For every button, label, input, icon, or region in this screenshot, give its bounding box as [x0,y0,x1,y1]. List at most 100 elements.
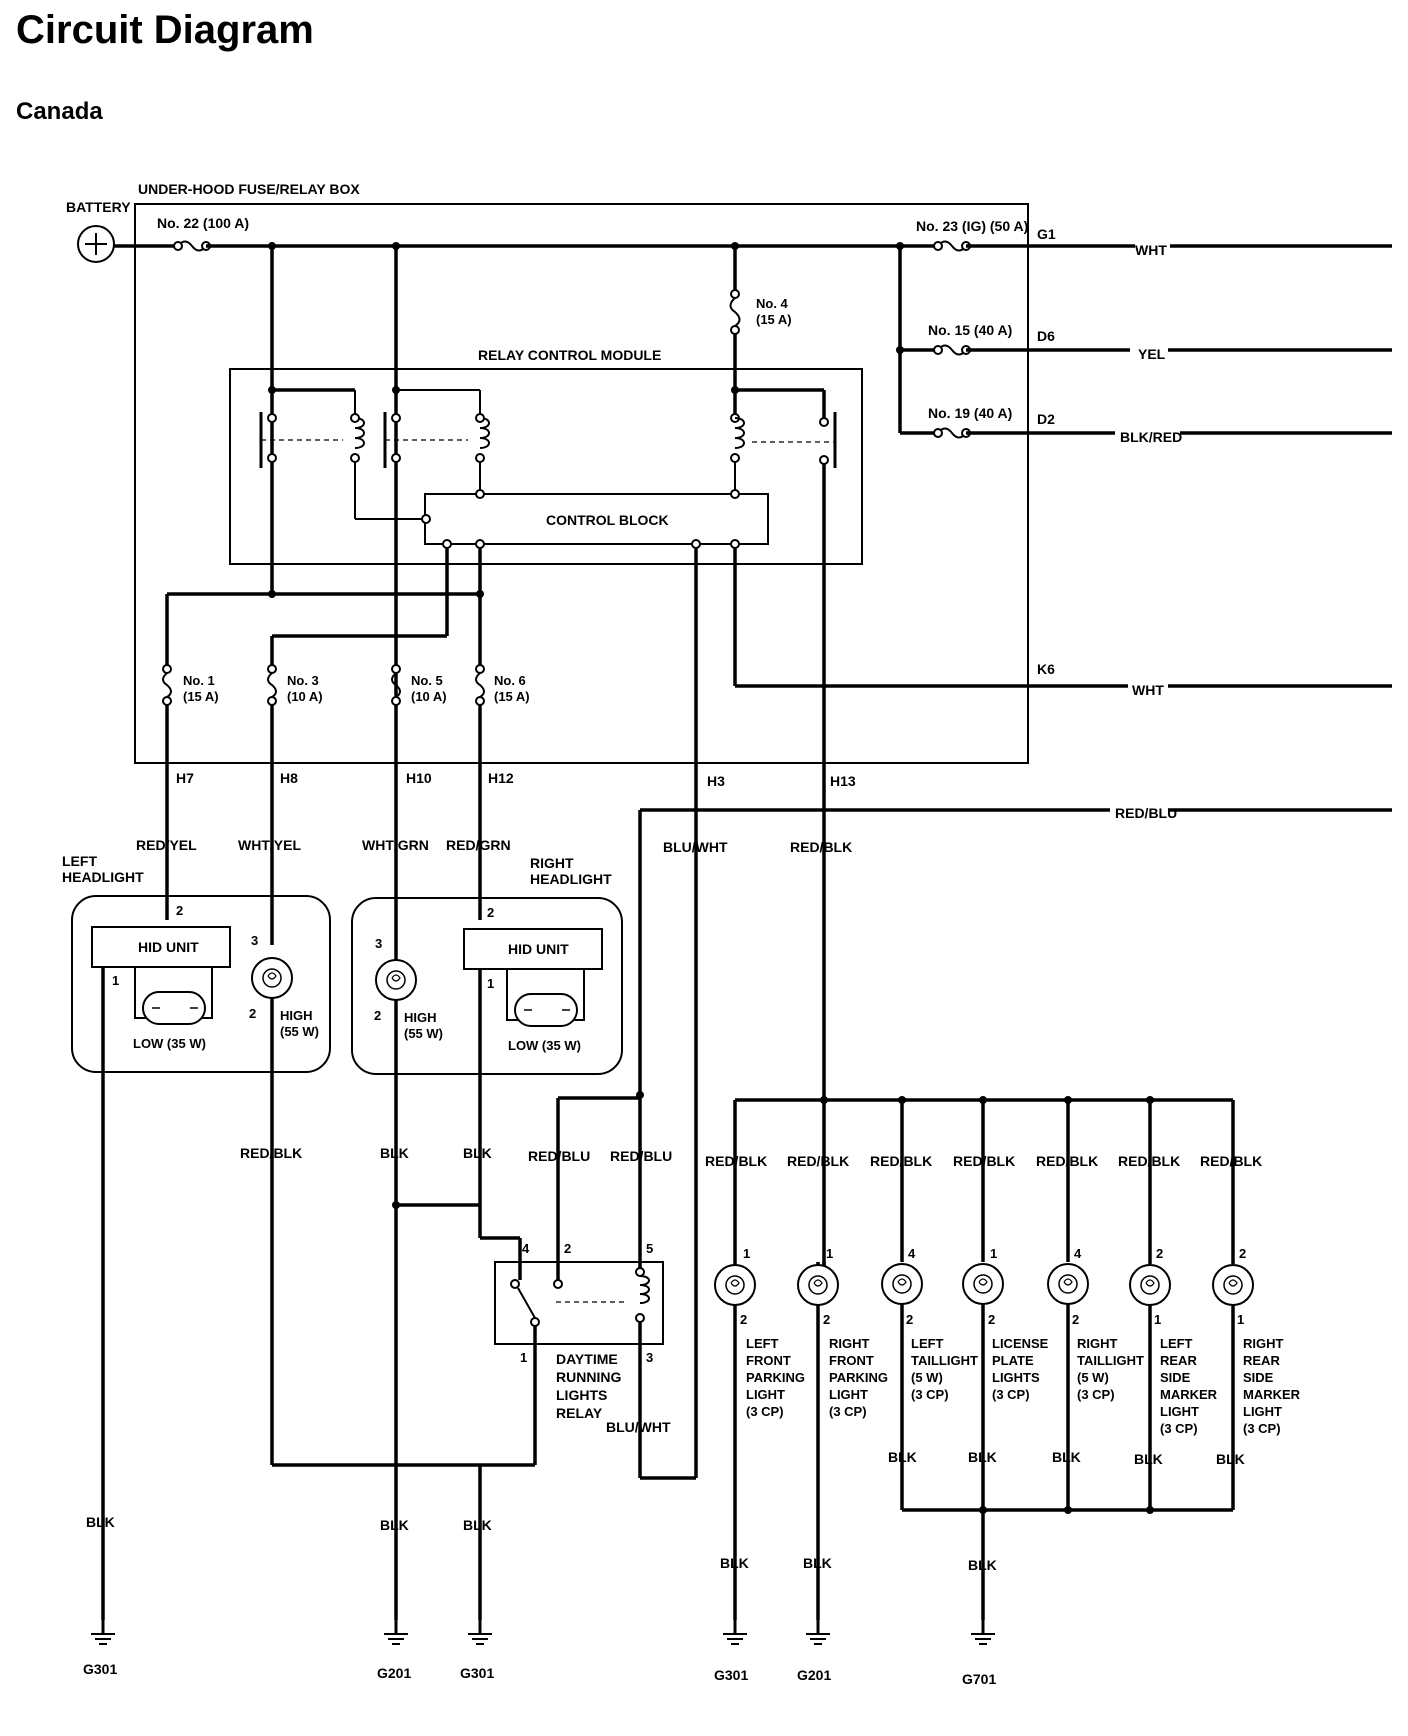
fuse-relay-box: UNDER-HOOD FUSE/RELAY BOX [134,181,1029,764]
page-subtitle: Canada [16,98,103,125]
lrm-label-1: LEFT [1160,1336,1193,1351]
right-high-label-2: (55 W) [404,1026,443,1041]
parking-lights-bus: RED/BLK RED/BLK RED/BLK RED/BLK RED/BLK … [705,1096,1262,1300]
drl-label-3: LIGHTS [556,1387,607,1403]
terminal-h12: H12 [488,770,514,786]
right-hid-pin-1: 1 [487,976,494,991]
wire-red-blk-h13: RED/BLK [790,839,852,855]
fuse-box-label: UNDER-HOOD FUSE/RELAY BOX [138,181,360,197]
wire-blk-g201-a: BLK [380,1517,409,1533]
wire-blk-g301-b: BLK [463,1517,492,1533]
lp-label-4: (3 CP) [992,1387,1030,1402]
lt-label-4: (3 CP) [911,1387,949,1402]
ground-label-g701: G701 [962,1671,996,1687]
wire-blk-lt: BLK [888,1449,917,1465]
terminal-h7: H7 [176,770,194,786]
rrm-pin-1: 1 [1237,1312,1244,1327]
ground-g301-b [466,1618,494,1646]
wire-red-blk-2: RED/BLK [787,1153,849,1169]
fuse-4-label-2: (15 A) [756,312,792,327]
relay-control-module: RELAY CONTROL MODULE CONTROL BLOCK [229,246,863,1500]
rfp-label-4: LIGHT [829,1387,868,1402]
ground-label-g301-a: G301 [83,1661,117,1677]
wire-red-yel: RED/YEL [136,837,197,853]
wire-blk-lp: BLK [968,1449,997,1465]
terminal-d6: D6 [1037,328,1055,344]
left-front-parking-light: 1 2 LEFT FRONT PARKING LIGHT (3 CP) BLK [714,1246,805,1620]
ground-label-g201-b: G201 [797,1667,831,1683]
rrm-pin-2: 2 [1239,1246,1246,1261]
left-rear-side-marker: 2 1 LEFT REAR SIDE MARKER LIGHT (3 CP) B… [1129,1246,1218,1510]
drl-label-4: RELAY [556,1405,603,1421]
wire-blk-lfp: BLK [720,1555,749,1571]
wire-blk-right-high: BLK [380,1145,409,1161]
lfp-pin-2: 2 [740,1312,747,1327]
rfp-label-1: RIGHT [829,1336,870,1351]
lp-label-1: LICENSE [992,1336,1049,1351]
page-title: Circuit Diagram [16,8,314,52]
rrm-label-3: SIDE [1243,1370,1274,1385]
wire-red-blk-7: RED/BLK [1200,1153,1262,1169]
rt-pin-2: 2 [1072,1312,1079,1327]
ground-label-g301-c: G301 [714,1667,748,1683]
fuse-6-label-1: No. 6 [494,673,526,688]
wire-wht-yel: WHT/YEL [238,837,301,853]
terminal-h13: H13 [830,773,856,789]
rt-label-2: TAILLIGHT [1077,1353,1144,1368]
right-headlight: RIGHT HEADLIGHT WHT/GRN RED/GRN 3 2 HIGH… [351,837,623,1240]
fuse-3-label-2: (10 A) [287,689,323,704]
battery: BATTERY [66,199,131,263]
ground-g201-b [804,1618,832,1646]
fuse-6-label-2: (15 A) [494,689,530,704]
wire-blu-wht-h3: BLU/WHT [663,839,728,855]
wire-red-blk-3: RED/BLK [870,1153,932,1169]
lrm-label-4: MARKER [1160,1387,1218,1402]
rfp-label-5: (3 CP) [829,1404,867,1419]
rt-label-4: (3 CP) [1077,1387,1115,1402]
terminal-h8: H8 [280,770,298,786]
right-low-label: LOW (35 W) [508,1038,581,1053]
output-fuses: No. 23 (IG) (50 A) G1 WHT No. 15 (40 A) … [896,218,1392,445]
lrm-pin-2: 2 [1156,1246,1163,1261]
wire-d2-blk-red: BLK/RED [1120,429,1182,445]
fuse-5-label-2: (10 A) [411,689,447,704]
left-high-pin-3: 3 [251,933,258,948]
lfp-label-4: LIGHT [746,1387,785,1402]
wire-red-blu-drl-5: RED/BLU [610,1148,672,1164]
fuse-23-label: No. 23 (IG) (50 A) [916,218,1028,234]
ground-g701 [969,1618,997,1646]
terminal-g1: G1 [1037,226,1056,242]
wire-red-blu-out: RED/BLU [1115,805,1177,821]
lp-pin-2: 2 [988,1312,995,1327]
lfp-label-2: FRONT [746,1353,791,1368]
lp-label-3: LIGHTS [992,1370,1040,1385]
rt-pin-4: 4 [1074,1246,1082,1261]
left-hid-unit-label: HID UNIT [138,939,199,955]
left-high-label-2: (55 W) [280,1024,319,1039]
main-bus: No. 22 (100 A) [114,215,938,252]
right-taillight: 4 2 RIGHT TAILLIGHT (5 W) (3 CP) BLK [1047,1246,1144,1510]
wire-wht-grn: WHT/GRN [362,837,429,853]
drl-label-1: DAYTIME [556,1351,618,1367]
right-headlight-label-2: HEADLIGHT [530,871,612,887]
wire-red-blk-6: RED/BLK [1118,1153,1180,1169]
left-hid-pin-2: 2 [176,903,183,918]
left-headlight-label-1: LEFT [62,853,97,869]
drl-pin-2: 2 [564,1241,571,1256]
lfp-pin-1: 1 [743,1246,750,1261]
wire-k6-wht: WHT [1132,682,1164,698]
lt-label-1: LEFT [911,1336,944,1351]
wire-red-grn: RED/GRN [446,837,511,853]
right-hid-unit-label: HID UNIT [508,941,569,957]
grounds: BLK G301 BLK G201 BLK G301 G301 G201 G70… [83,1465,997,1687]
lfp-label-1: LEFT [746,1336,779,1351]
k6-output: K6 WHT [733,548,1392,698]
left-headlight: LEFT HEADLIGHT RED/YEL WHT/YEL 2 HID UNI… [62,837,535,1560]
right-high-pin-3: 3 [375,936,382,951]
rear-ground-bus [902,1506,1233,1514]
terminal-h3: H3 [707,773,725,789]
drl-pin-5: 5 [646,1241,653,1256]
wire-red-blk-1: RED/BLK [705,1153,767,1169]
lt-pin-4: 4 [908,1246,916,1261]
terminal-h10: H10 [406,770,432,786]
